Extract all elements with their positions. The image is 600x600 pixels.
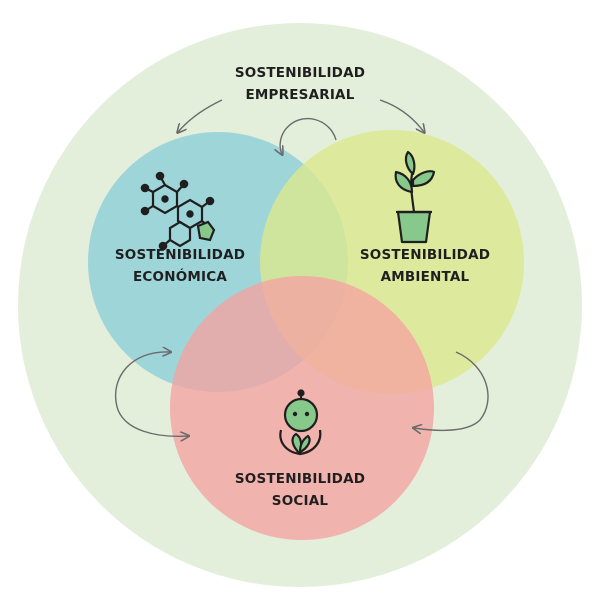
- label-economica-line2: ECONÓMICA: [133, 269, 227, 285]
- arrow-top-left: [178, 99, 223, 132]
- label-social-line1: SOSTENIBILIDAD: [234, 471, 366, 487]
- title-empresarial: SOSTENIBILIDAD EMPRESARIAL: [200, 62, 400, 106]
- label-ambiental: SOSTENIBILIDAD AMBIENTAL: [340, 244, 510, 288]
- potted-plant-icon: [394, 150, 436, 244]
- title-line2: EMPRESARIAL: [245, 87, 355, 103]
- person-holding-plant-icon: [279, 389, 322, 456]
- label-social-line2: SOCIAL: [271, 493, 329, 509]
- title-line1: SOSTENIBILIDAD: [234, 65, 366, 81]
- label-ambiental-line1: SOSTENIBILIDAD: [359, 247, 491, 263]
- label-economica: SOSTENIBILIDAD ECONÓMICA: [95, 244, 265, 288]
- arrow-right-loop: [414, 351, 489, 430]
- arrow-top-right: [379, 99, 424, 132]
- label-social: SOSTENIBILIDAD SOCIAL: [215, 468, 385, 512]
- arrow-top-center: [280, 117, 337, 154]
- molecule-network-icon: [140, 171, 216, 251]
- label-economica-line1: SOSTENIBILIDAD: [114, 247, 246, 263]
- arrow-left-loop: [114, 352, 188, 436]
- label-ambiental-line2: AMBIENTAL: [380, 269, 470, 285]
